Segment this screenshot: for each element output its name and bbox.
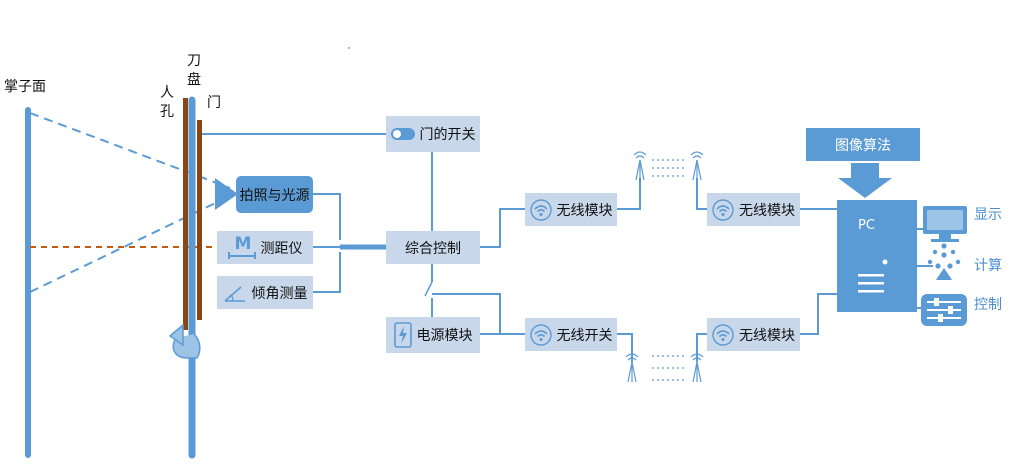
wifi-icon	[529, 323, 552, 346]
connector-lines	[202, 133, 933, 362]
display-label: 显示	[974, 207, 1002, 223]
wireless-top-right-box: 无线模块	[707, 193, 800, 226]
tilt-box: 倾角测量	[217, 276, 313, 309]
control-box: 综合控制	[386, 231, 480, 264]
power-module-icon	[393, 322, 412, 348]
antenna-bottom-right	[690, 353, 704, 383]
cutter-label-2: 盘	[187, 72, 201, 88]
photo-light-box: 拍照与光源	[236, 176, 313, 213]
face-label: 掌子面	[4, 79, 46, 95]
compute-label: 计算	[974, 258, 1002, 274]
door-strip	[197, 120, 202, 320]
manhole-strip	[183, 98, 188, 330]
distance-label: 测距仪	[260, 240, 303, 257]
angle-icon	[223, 283, 247, 303]
pc-tower	[837, 200, 917, 312]
photo-light-label: 拍照与光源	[239, 187, 310, 204]
antenna-top-left	[633, 151, 647, 181]
signal-dots	[652, 159, 684, 381]
control-label: 综合控制	[405, 240, 461, 257]
pc-label: PC	[858, 218, 875, 233]
toggle-icon	[390, 128, 415, 140]
door-switch-label: 门的开关	[419, 127, 476, 143]
distance-meter-icon: M	[227, 233, 256, 260]
wireless-top-left-label: 无线模块	[556, 202, 613, 219]
stray-dot	[348, 47, 350, 49]
view-line-bottom	[29, 195, 231, 293]
algorithm-arrow	[838, 163, 892, 198]
power-box: 电源模块	[386, 317, 480, 353]
wireless-bottom-left-box: 无线开关	[525, 318, 617, 351]
control-sliders-icon	[921, 294, 967, 326]
manhole-label-2: 孔	[160, 104, 174, 120]
wifi-icon	[712, 323, 734, 346]
antenna-bottom-left	[625, 353, 639, 383]
compute-icon	[927, 243, 961, 280]
rotation-arrow	[168, 323, 201, 359]
algorithm-box: 图像算法	[806, 128, 920, 161]
wireless-top-right-label: 无线模块	[739, 202, 795, 219]
distance-box: M 测距仪	[217, 231, 313, 264]
algorithm-label: 图像算法	[835, 137, 891, 154]
tilt-label: 倾角测量	[251, 285, 308, 302]
power-label: 电源模块	[416, 328, 473, 344]
manhole-label-1: 人	[160, 85, 174, 101]
wifi-icon	[529, 198, 552, 221]
door-switch-box: 门的开关	[386, 116, 480, 152]
door-label: 门	[207, 95, 221, 111]
wireless-bottom-right-box: 无线模块	[707, 318, 800, 351]
wireless-bottom-right-label: 无线模块	[739, 327, 795, 344]
cutter-label-1: 刀	[187, 53, 201, 69]
distance-icon-m: M	[234, 233, 252, 254]
wifi-icon	[712, 198, 734, 221]
view-line-top	[29, 112, 231, 189]
wireless-bottom-left-label: 无线开关	[556, 327, 613, 344]
monitor-icon	[923, 206, 967, 242]
camera-triangle	[215, 178, 238, 210]
wireless-top-left-box: 无线模块	[525, 193, 617, 226]
antenna-top-right	[690, 151, 704, 181]
control-output-label: 控制	[974, 297, 1002, 313]
